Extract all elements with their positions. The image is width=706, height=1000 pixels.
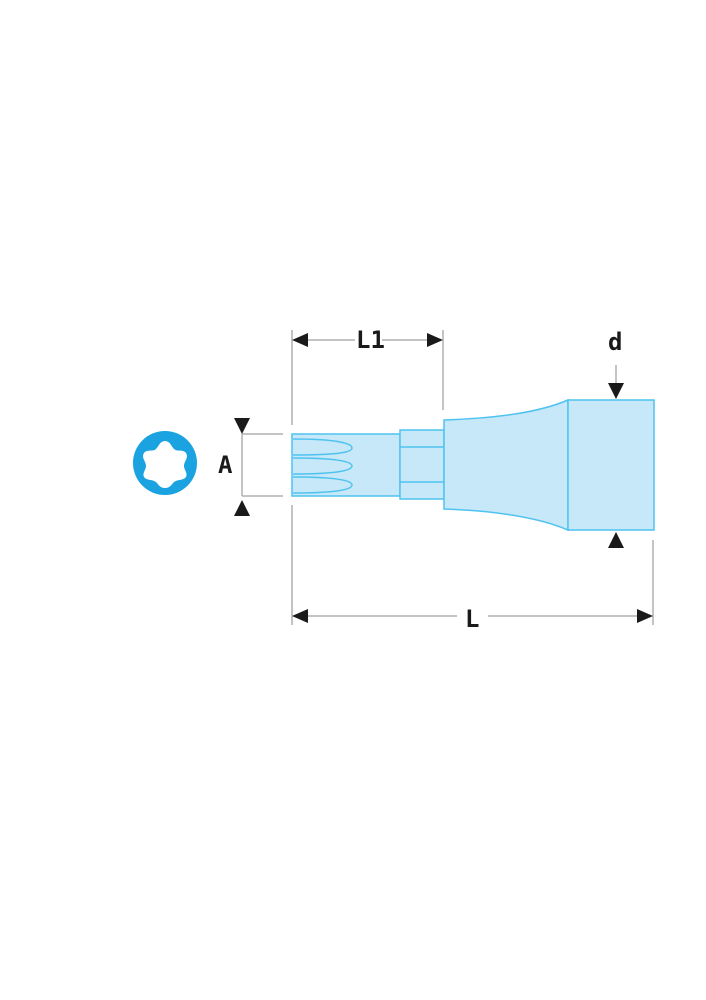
arrow-up-icon <box>608 532 624 548</box>
label-d: d <box>608 328 622 356</box>
dimension-a: A <box>218 418 283 516</box>
arrow-left-icon <box>292 333 308 347</box>
label-a: A <box>218 451 233 479</box>
arrow-down-icon <box>608 383 624 399</box>
arrow-down-icon <box>234 418 250 434</box>
arrow-right-icon <box>427 333 443 347</box>
torx-star-icon <box>133 431 197 495</box>
arrow-right-icon <box>637 609 653 623</box>
dimension-l: L <box>292 605 653 633</box>
arrow-left-icon <box>292 609 308 623</box>
dimension-l1: L1 <box>292 326 443 354</box>
socket-bit-body <box>291 398 655 532</box>
arrow-up-icon <box>234 500 250 516</box>
dimension-d: d <box>608 328 624 548</box>
label-l1: L1 <box>356 326 385 354</box>
label-l: L <box>465 605 479 633</box>
